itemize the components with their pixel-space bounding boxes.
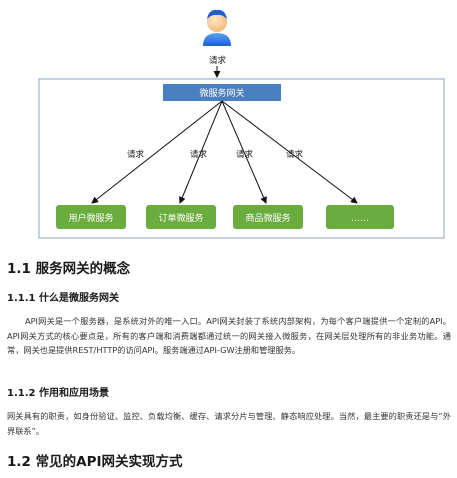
gateway-box-label: 微服务网关 [199,87,244,99]
user-service-box[interactable] [56,205,126,229]
user-icon [203,9,231,46]
gateway-to-other-service-arrow [221,100,358,204]
request-label-4: 请求 [286,149,304,160]
section-1-1-heading-wrap: 1.1 服务网关的概念 [7,261,451,277]
order-service-label: 订单微服务 [158,212,203,224]
other-service-box[interactable] [326,205,394,229]
gateway-to-product-service-arrow [221,100,267,204]
product-service-box[interactable] [233,205,303,229]
subsection-1-1-2-title: 1.1.2 作用和应用场景 [7,388,109,399]
user-service-label: 用户微服务 [68,212,113,224]
section-1-2-title: 1.2 常见的API网关实现方式 [7,454,183,470]
subsection-1-1-1-body-text: API网关是一个服务器，是系统对外的唯一入口。API网关封装了系统内部架构，为每… [7,316,451,355]
user-request-label: 请求 [209,55,227,66]
order-service-box[interactable] [146,205,216,229]
gateway-architecture-diagram: 请求 微服务网关 请求 请求 请求 请求 用户微服务 订单微服务 商品微服务 …… [38,9,445,239]
request-label-1: 请求 [127,149,145,160]
subsection-1-1-1-heading-wrap: 1.1.1 什么是微服务网关 [7,292,451,305]
request-label-3: 请求 [236,149,254,160]
gateway-to-order-service-arrow [179,100,223,204]
subsection-1-1-1-title: 1.1.1 什么是微服务网关 [7,293,119,304]
section-1-2-heading-wrap: 1.2 常见的API网关实现方式 [7,454,451,470]
other-service-label: …… [351,214,369,224]
product-service-label: 商品微服务 [245,212,290,224]
subsection-1-1-1-body: API网关是一个服务器，是系统对外的唯一入口。API网关封装了系统内部架构，为每… [7,314,451,358]
subsection-1-1-2-body-wrap: 网关具有的职责，如身份验证、监控、负载均衡、缓存、请求分片与管理、静态响应处理。… [7,409,451,438]
request-label-2: 请求 [190,149,208,160]
gateway-to-user-service-arrow [91,100,223,204]
gateway-box[interactable] [163,84,281,101]
section-1-1-title: 1.1 服务网关的概念 [7,261,131,277]
subsection-1-1-2-body: 网关具有的职责，如身份验证、监控、负载均衡、缓存、请求分片与管理、静态响应处理。… [7,411,451,436]
subsection-1-1-2-heading-wrap: 1.1.2 作用和应用场景 [7,387,451,400]
subsection-1-1-1-body-wrap: API网关是一个服务器，是系统对外的唯一入口。API网关封装了系统内部架构，为每… [7,314,451,358]
